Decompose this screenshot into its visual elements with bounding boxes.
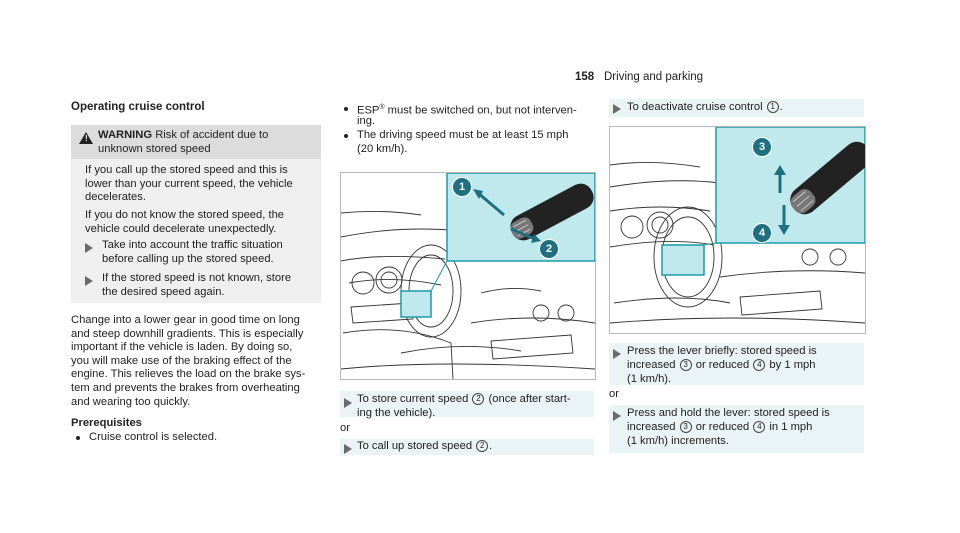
text-span: (once after start- — [485, 393, 571, 405]
callout-1: 1 — [452, 177, 472, 197]
text-line: tem and prevents the brakes from overhea… — [71, 381, 300, 394]
warning-head-line1: Risk of accident due to — [155, 129, 269, 141]
warning-box: ! WARNING Risk of accident due to unknow… — [71, 125, 321, 303]
registered-mark: ® — [379, 104, 385, 111]
text-line: lower than your current speed, the vehic… — [85, 177, 293, 190]
text-line: Take into account the traffic situation — [102, 239, 283, 251]
text-line: Press the lever briefly: stored speed is — [627, 345, 817, 357]
text-span: . — [779, 101, 783, 113]
step-deactivate: To deactivate cruise control 1. — [627, 101, 783, 115]
warning-action-2: If the stored speed is not known, store … — [102, 272, 291, 299]
bullet-icon — [344, 134, 348, 138]
dashboard-illustration — [341, 173, 595, 379]
text-line: you will make use of the braking effect … — [71, 354, 292, 367]
text-span: To store current speed — [357, 393, 472, 405]
text-line: and wearing too quickly. — [71, 395, 191, 408]
text-line: ing the vehicle). — [357, 407, 436, 419]
callout-ref-4: 4 — [753, 421, 766, 433]
lever-highlight — [400, 290, 432, 318]
action-arrow-icon — [613, 104, 621, 114]
dashboard-illustration — [610, 127, 865, 324]
warning-head-line2: unknown stored speed — [98, 143, 211, 155]
text-line: ing. — [357, 115, 376, 127]
text-line: (1 km/h) increments. — [627, 435, 729, 447]
text-span: ESP — [357, 104, 380, 117]
prereq-esp: ESP® must be switched on, but not interv… — [357, 101, 577, 118]
text-span: To call up stored speed — [357, 440, 476, 452]
callout-3: 3 — [752, 137, 772, 157]
warning-icon: ! — [79, 132, 93, 144]
action-arrow-icon — [344, 398, 352, 408]
action-arrow-icon — [85, 243, 93, 253]
text-line: (20 km/h). — [357, 143, 408, 155]
step-band — [340, 391, 594, 417]
warning-heading: WARNING Risk of accident due to — [98, 129, 268, 143]
text-span: or reduced — [692, 359, 753, 371]
body-paragraph: Change into a lower gear in good time on… — [71, 314, 305, 409]
page-title: Operating cruise control — [71, 101, 205, 113]
callout-ref-3: 3 — [679, 421, 692, 433]
section-title: Driving and parking — [604, 71, 704, 83]
text-line: important if the vehicle is laden. By do… — [71, 341, 293, 354]
warning-body-1: If you call up the stored speed and this… — [85, 164, 293, 205]
bullet-icon — [76, 436, 80, 440]
text-span: or reduced — [692, 421, 753, 433]
text-line: Change into a lower gear in good time on… — [71, 314, 300, 326]
figure-cruise-control-lever-2: 3 4 — [609, 126, 866, 334]
text-line: before calling up the stored speed. — [102, 252, 274, 265]
callout-ref-1: 1 — [766, 101, 779, 113]
text-line: If you do not know the stored speed, the — [85, 209, 285, 221]
prerequisite-item: Cruise control is selected. — [89, 431, 218, 443]
prerequisites-title: Prerequisites — [71, 417, 142, 429]
warning-action-1: Take into account the traffic situation … — [102, 239, 283, 266]
step-band — [609, 99, 864, 117]
text-line: decelerates. — [85, 191, 146, 204]
callout-ref-2: 2 — [472, 393, 485, 405]
step-band — [609, 405, 864, 453]
callout-ref-3: 3 — [679, 359, 692, 371]
warning-header — [71, 125, 321, 159]
prereq-speed: The driving speed must be at least 15 mp… — [357, 129, 569, 141]
action-arrow-icon — [613, 349, 621, 359]
callout-4: 4 — [752, 223, 772, 243]
text-span: increased — [627, 359, 679, 371]
step-band — [609, 343, 864, 385]
bullet-icon — [344, 107, 348, 111]
action-arrow-icon — [344, 444, 352, 454]
text-span: must be switched on, but not interven- — [384, 104, 577, 117]
lever-highlight — [661, 244, 705, 276]
text-line: engine. This relieves the load on the br… — [71, 368, 306, 381]
text-line: Press and hold the lever: stored speed i… — [627, 407, 830, 419]
text-span: . — [489, 440, 493, 452]
action-arrow-icon — [613, 411, 621, 421]
or-text: or — [609, 388, 619, 400]
callout-ref-4: 4 — [753, 359, 766, 371]
callout-ref-2: 2 — [476, 440, 489, 452]
step-store-speed: To store current speed 2 (once after sta… — [357, 393, 571, 407]
figure-cruise-control-lever-1: 1 2 — [340, 172, 596, 380]
step-hold-press: increased 3 or reduced 4 in 1 mph — [627, 421, 812, 435]
warning-body-2: If you do not know the stored speed, the… — [85, 209, 284, 236]
warning-label: WARNING — [98, 129, 153, 141]
text-span: by 1 mph — [766, 359, 816, 371]
text-line: (1 km/h). — [627, 373, 672, 385]
text-line: vehicle could decelerate unexpectedly. — [85, 222, 277, 235]
step-band — [340, 439, 594, 455]
text-line: and steep downhill gradients. This is es… — [71, 327, 304, 340]
text-line: If the stored speed is not known, store — [102, 272, 292, 284]
text-line: If you call up the stored speed and this… — [85, 164, 288, 176]
step-brief-press: increased 3 or reduced 4 by 1 mph — [627, 359, 815, 373]
callout-2: 2 — [539, 239, 559, 259]
page-number: 158 — [575, 71, 595, 83]
or-text: or — [340, 422, 350, 434]
text-line: the desired speed again. — [102, 285, 225, 298]
text-span: increased — [627, 421, 679, 433]
action-arrow-icon — [85, 276, 93, 286]
step-call-up-speed: To call up stored speed 2. — [357, 440, 492, 454]
text-span: in 1 mph — [766, 421, 813, 433]
text-span: To deactivate cruise control — [627, 101, 766, 113]
